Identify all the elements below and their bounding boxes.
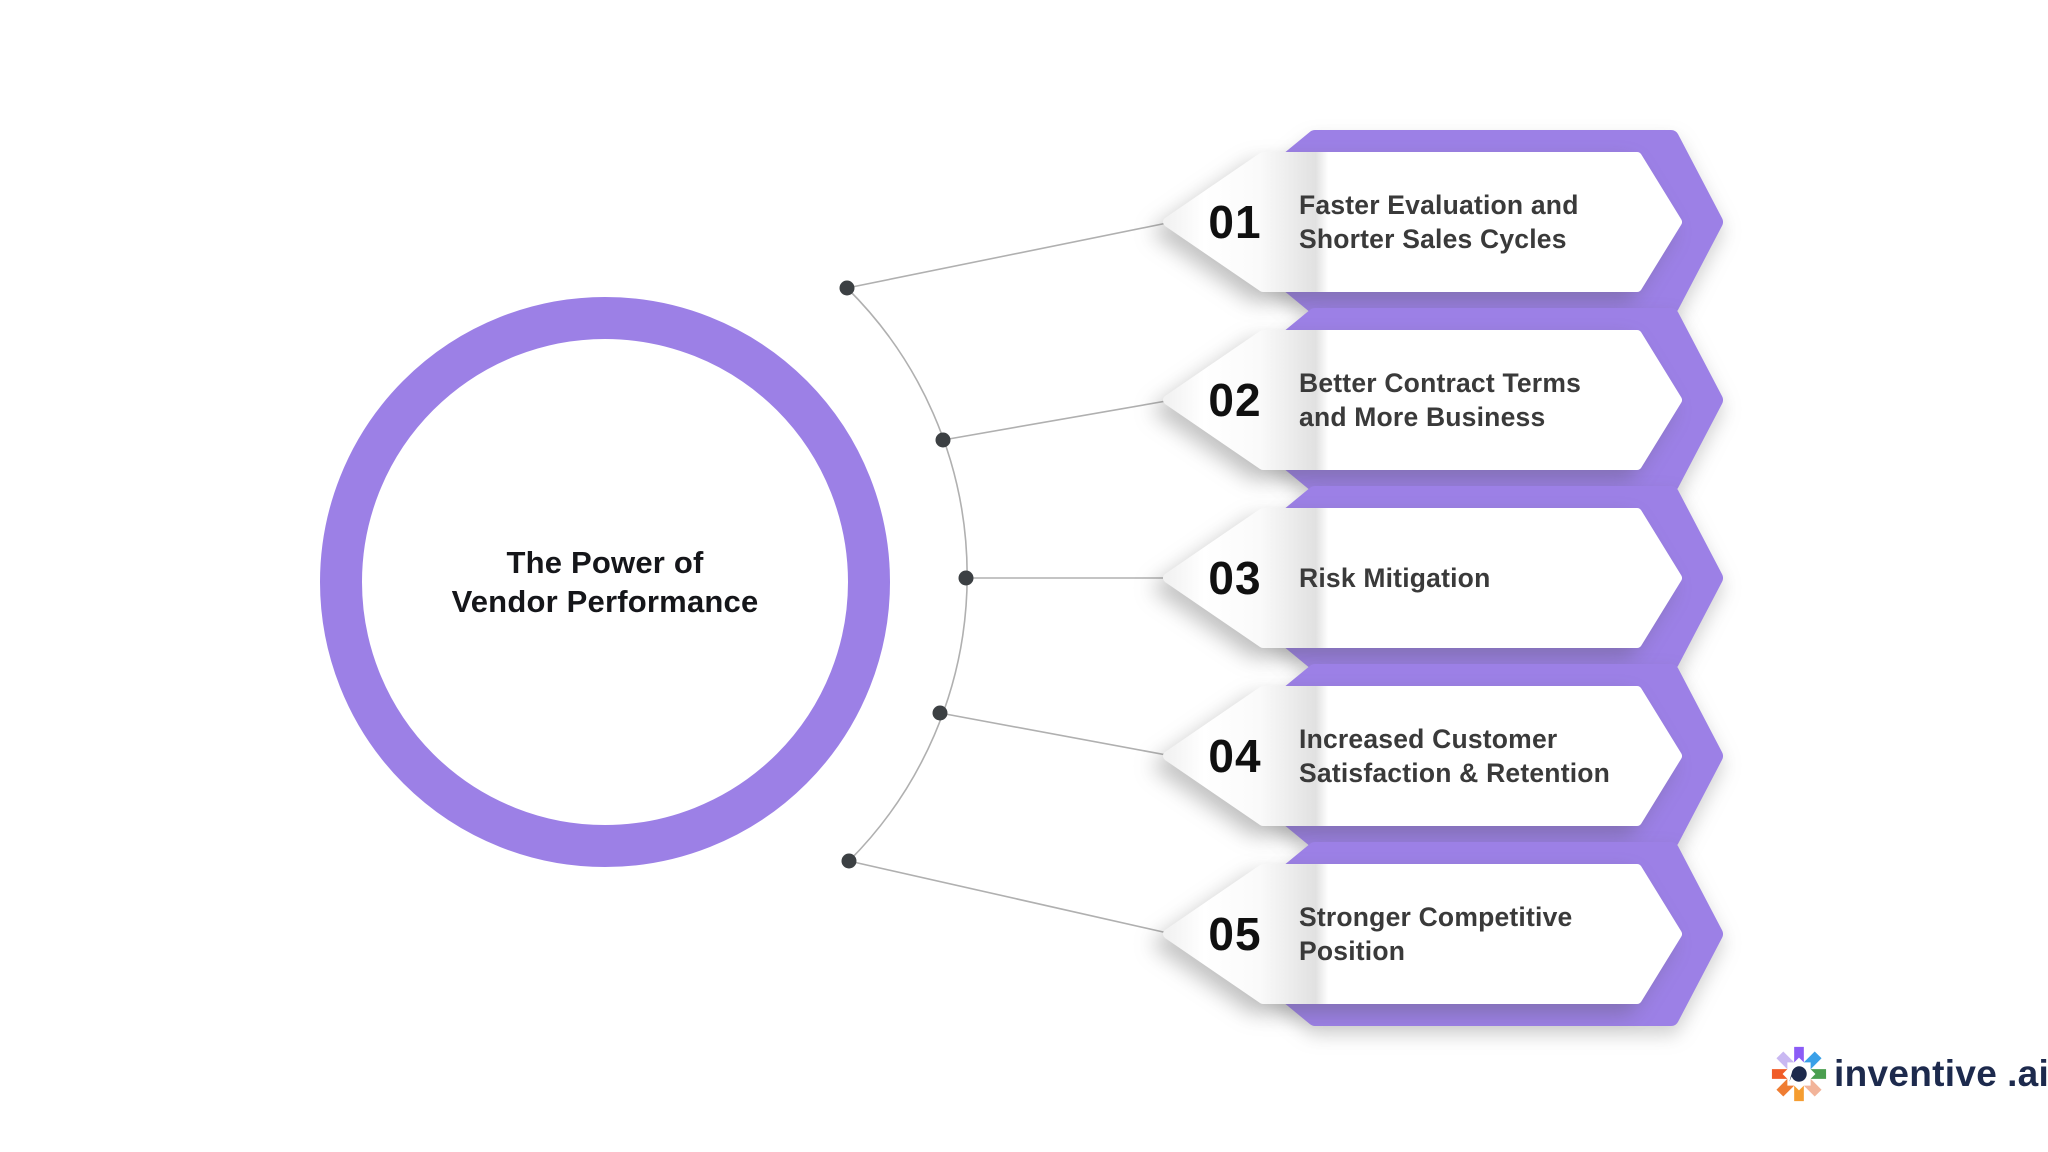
banner-front-arrow	[1163, 508, 1682, 648]
connector-dot-2	[935, 432, 951, 448]
benefit-banner-3: 03 Risk Mitigation	[1163, 486, 1723, 670]
banner-number: 01	[1208, 196, 1262, 248]
page-title-line2: Vendor Performance	[451, 584, 759, 619]
banner-label: Increased Customer Satisfaction & Retent…	[1299, 664, 1665, 848]
logo-drop	[1789, 1066, 1807, 1082]
page-title-line1: The Power of	[506, 545, 704, 580]
banner-label-line2: Position	[1299, 936, 1406, 966]
benefit-banner-4: 04 Increased Customer Satisfaction & Ret…	[1163, 664, 1723, 848]
banner-label-line1: Risk Mitigation	[1299, 563, 1491, 593]
banner-label-line1: Faster Evaluation and	[1299, 190, 1579, 220]
banner-label-line1: Better Contract Terms	[1299, 368, 1582, 398]
banner-label: Better Contract Terms and More Business	[1299, 308, 1665, 492]
benefit-banner-1: 01 Faster Evaluation and Shorter Sales C…	[1163, 130, 1723, 314]
banner-number: 02	[1208, 374, 1262, 426]
connector-dot-1	[839, 280, 855, 296]
connector-dot-4	[932, 705, 948, 721]
central-circle: The Power of Vendor Performance	[320, 297, 890, 867]
banner-label-line2: Satisfaction & Retention	[1299, 758, 1611, 788]
logo-wordmark: inventive	[1834, 1053, 1998, 1094]
banner-label-line2: Shorter Sales Cycles	[1299, 224, 1567, 254]
banner-front-arrow	[1163, 152, 1682, 292]
benefit-banner-2: 02 Better Contract Terms and More Busine…	[1163, 308, 1723, 492]
connector-line-4	[939, 712, 1173, 757]
benefit-banner-5: 05 Stronger Competitive Position	[1163, 842, 1723, 1026]
banner-front-arrow	[1163, 864, 1682, 1004]
inventive-ai-logo-icon	[1771, 1046, 1827, 1102]
banner-label: Faster Evaluation and Shorter Sales Cycl…	[1299, 130, 1665, 314]
banner-label: Risk Mitigation	[1299, 486, 1665, 670]
connector-line-2	[942, 399, 1173, 441]
banner-number: 05	[1208, 908, 1262, 960]
banner-label-line2: and More Business	[1299, 402, 1546, 432]
connector-dot-3	[958, 570, 974, 586]
page-title: The Power of Vendor Performance	[452, 543, 759, 621]
banner-number: 04	[1208, 730, 1262, 782]
connector-line-1	[846, 221, 1173, 289]
inventive-ai-logo: inventive .ai	[1770, 1044, 2048, 1104]
connector-dot-5	[841, 853, 857, 869]
banner-label-line1: Stronger Competitive	[1299, 902, 1573, 932]
connector-line-5	[848, 860, 1173, 935]
banner-front-arrow	[1163, 330, 1682, 470]
banner-label: Stronger Competitive Position	[1299, 842, 1665, 1026]
logo-starburst	[1771, 1046, 1827, 1102]
banner-number: 03	[1208, 552, 1262, 604]
banner-label-line1: Increased Customer	[1299, 724, 1558, 754]
logo-suffix: .ai	[2007, 1053, 2048, 1094]
banner-front-arrow	[1163, 686, 1682, 826]
